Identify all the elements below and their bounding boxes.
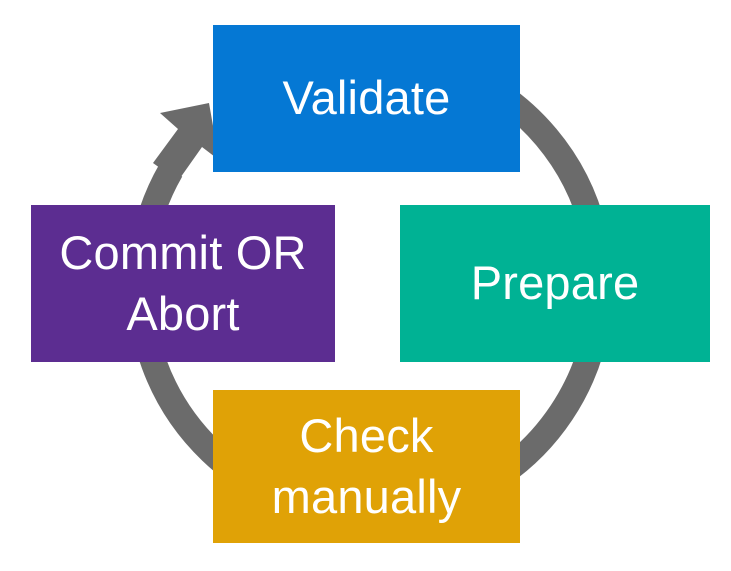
node-commit-abort-label: Commit OR Abort <box>59 226 307 340</box>
node-validate[interactable]: Validate <box>213 25 520 172</box>
node-validate-label: Validate <box>282 71 451 125</box>
node-prepare[interactable]: Prepare <box>400 205 710 362</box>
cycle-arrow-head <box>153 103 219 181</box>
node-check-manually-label: Check manually <box>271 409 462 523</box>
node-prepare-label: Prepare <box>470 256 640 310</box>
node-check-manually[interactable]: Check manually <box>213 390 520 543</box>
node-commit-abort[interactable]: Commit OR Abort <box>31 205 335 362</box>
